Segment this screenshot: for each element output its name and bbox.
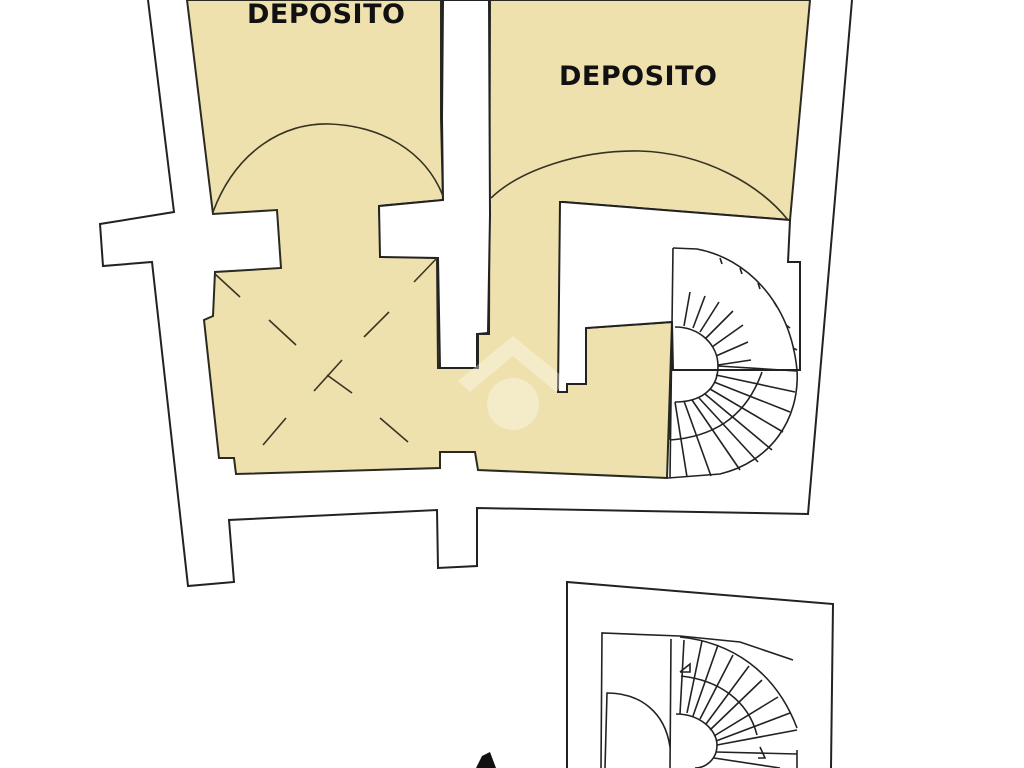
notch-right (556, 201, 801, 393)
outer-walls (98, 0, 853, 588)
stair-block-lower (566, 580, 835, 768)
room-label-deposito-2: DEPOSITO (559, 61, 718, 92)
north-arrow-icon (476, 752, 496, 768)
room-label-deposito-1: DEPOSITO (247, 0, 406, 30)
arch-openings (212, 123, 789, 221)
vault-cross-marks (214, 257, 438, 446)
corridor-central (377, 0, 492, 369)
spiral-staircase-upper (667, 247, 798, 479)
house-logo-watermark-icon (458, 336, 568, 430)
